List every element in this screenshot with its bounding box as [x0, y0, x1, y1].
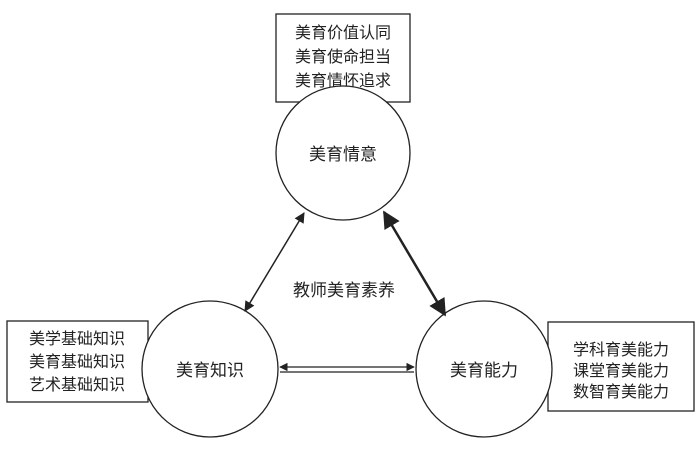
right-box-line-2: 课堂育美能力 — [573, 361, 669, 380]
left-node-circle — [141, 300, 279, 438]
left-box-line-3: 艺术基础知识 — [29, 375, 125, 394]
left-node: 美育知识 — [141, 300, 279, 438]
right-attribute-box: 学科育美能力 课堂育美能力 数智育美能力 — [547, 321, 695, 412]
left-box-line-1: 美学基础知识 — [29, 329, 125, 348]
top-box-line-1: 美育价值认同 — [295, 23, 391, 42]
left-node-label: 美育知识 — [176, 361, 244, 381]
right-node: 美育能力 — [415, 300, 553, 438]
top-box-line-2: 美育使命担当 — [295, 47, 391, 66]
top-node: 美育情意 — [275, 85, 411, 221]
top-node-label: 美育情意 — [309, 145, 377, 165]
top-box-line-3: 美育情怀追求 — [295, 71, 391, 90]
right-node-label: 美育能力 — [450, 361, 518, 381]
arrow-top-right — [382, 210, 447, 317]
right-node-circle — [415, 300, 553, 438]
left-box-frame — [6, 320, 149, 403]
right-box-line-1: 学科育美能力 — [573, 340, 669, 359]
right-box-line-3: 数智育美能力 — [573, 382, 669, 401]
top-node-circle — [275, 85, 411, 221]
center-label: 教师美育素养 — [293, 281, 395, 301]
left-box-line-2: 美育基础知识 — [29, 352, 125, 371]
arrow-top-left — [244, 212, 305, 312]
left-attribute-box: 美学基础知识 美育基础知识 艺术基础知识 — [6, 320, 149, 403]
